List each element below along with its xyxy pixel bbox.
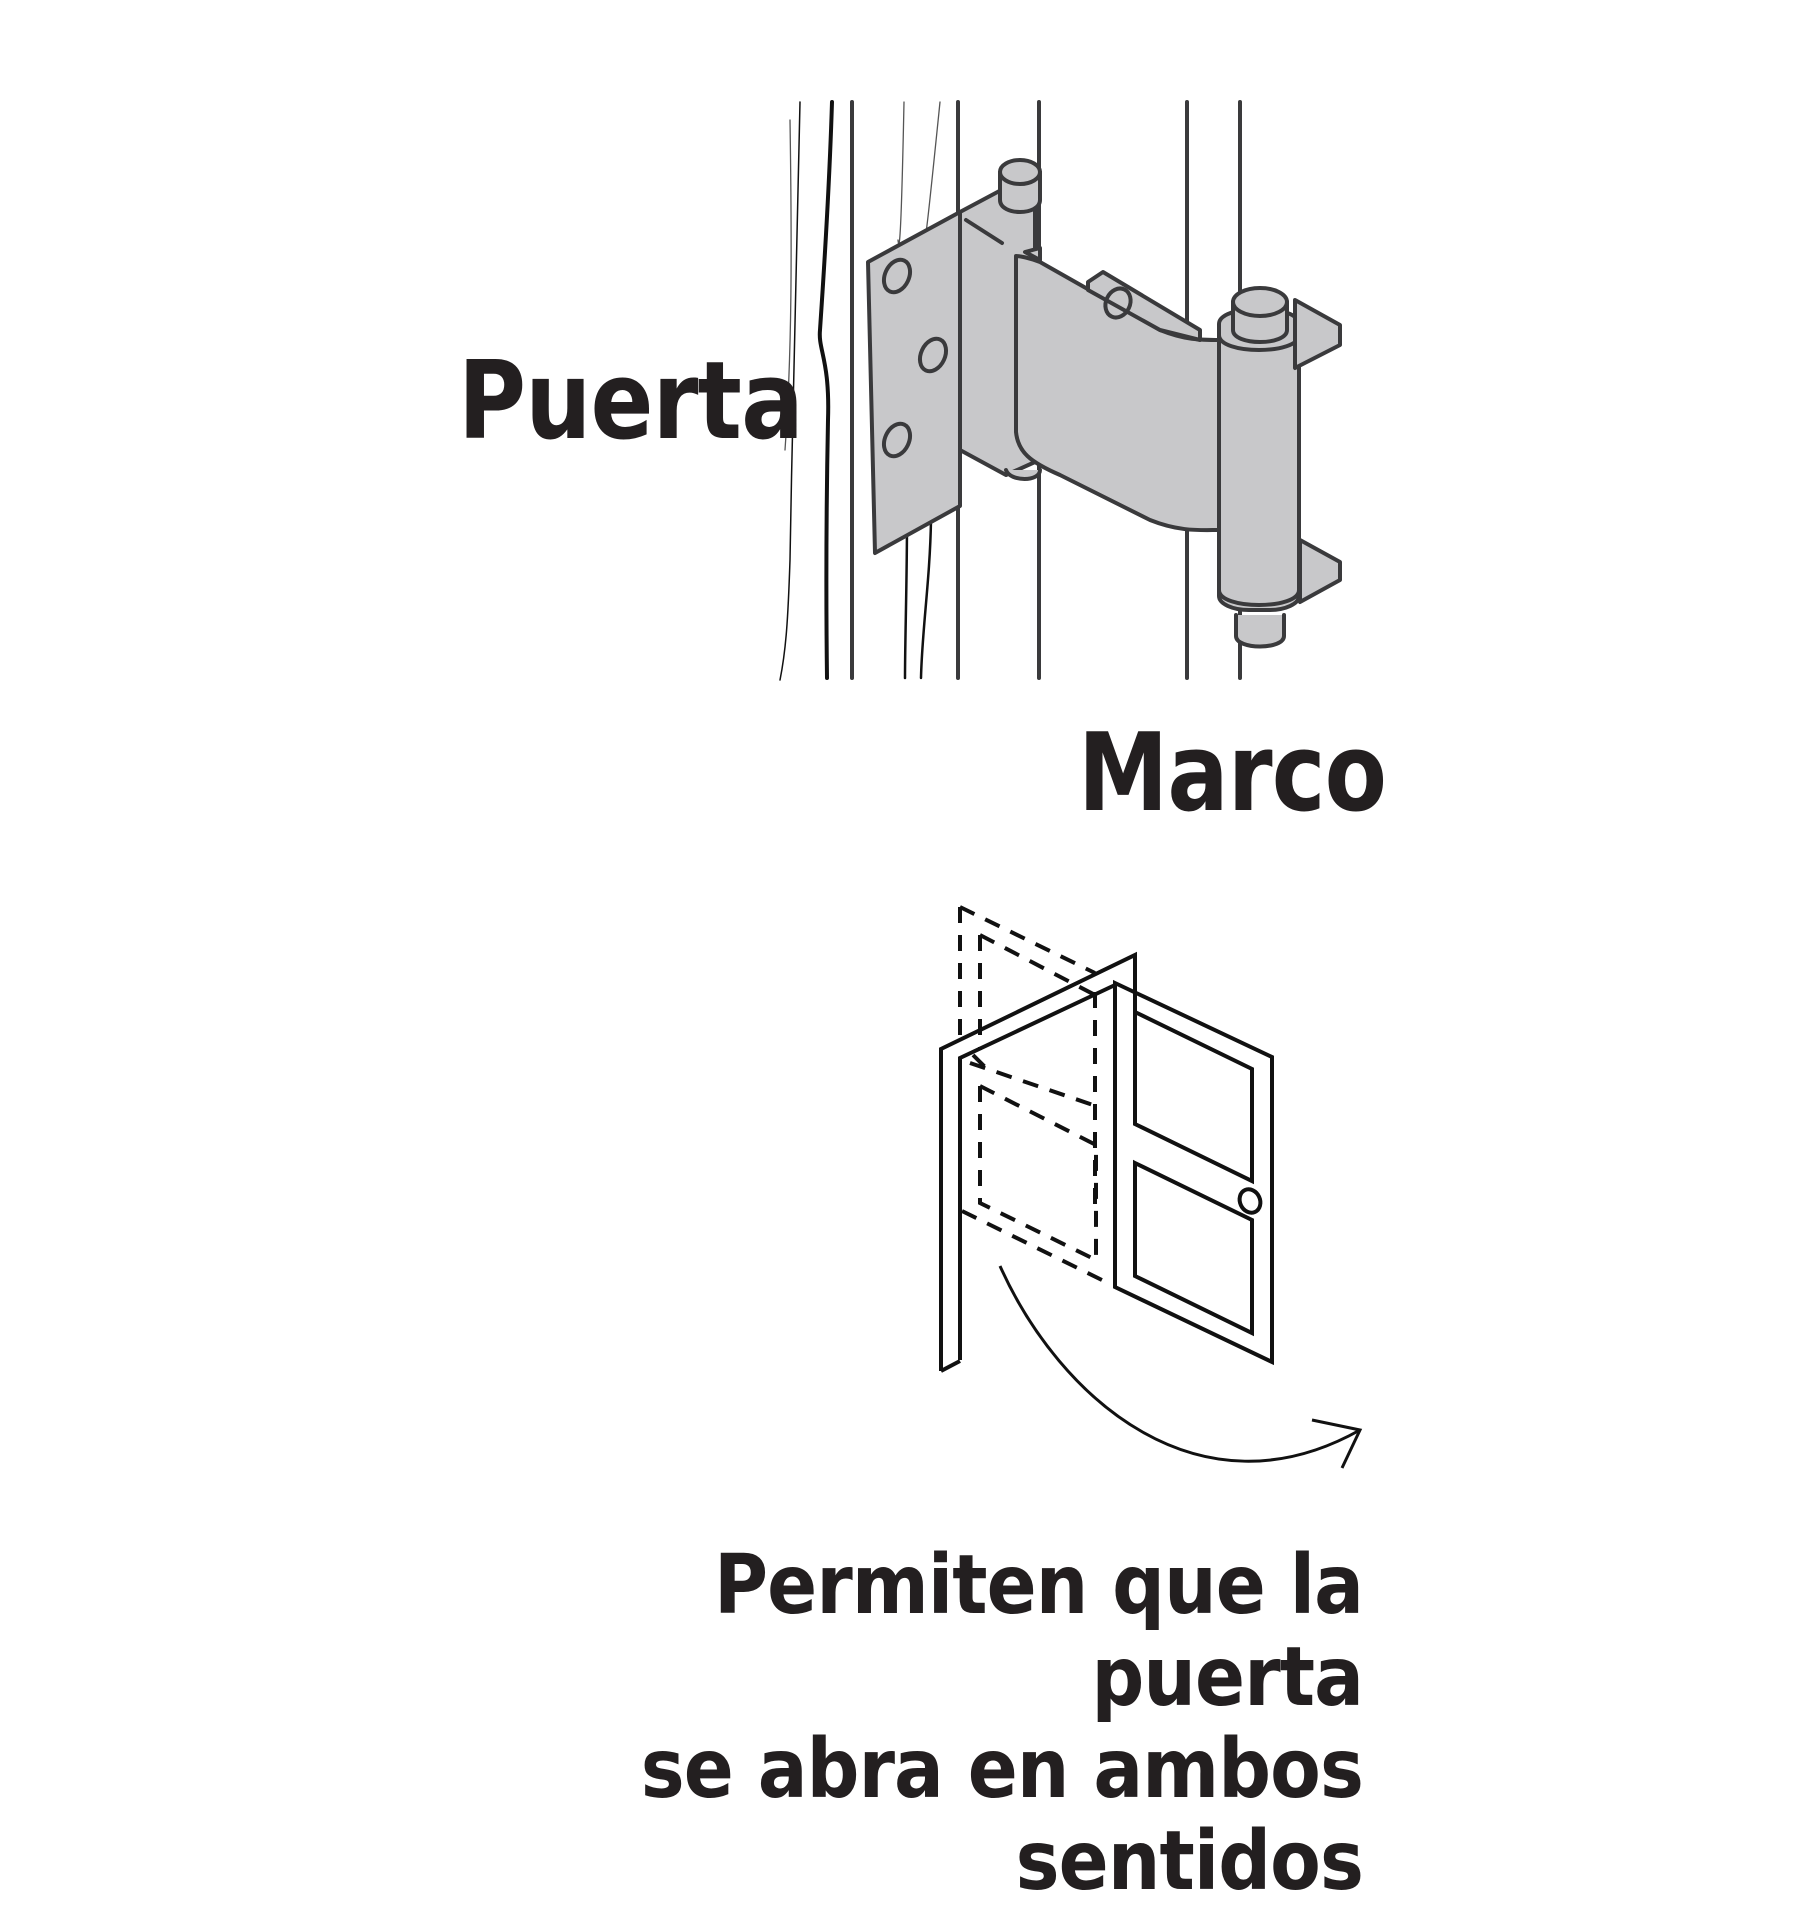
door-grain-line xyxy=(919,518,933,680)
swing-arrow-arc xyxy=(998,1265,1361,1463)
door-frame-outline xyxy=(939,951,1137,1371)
frame-label: Marco xyxy=(1078,711,1387,836)
screw-hole-icon xyxy=(1103,286,1133,320)
caption: Permiten que la puerta se abra en ambos … xyxy=(403,1538,1364,1909)
door-upper-inset xyxy=(1133,1008,1254,1185)
door-frame-inner xyxy=(958,983,1116,1360)
barrel-rim xyxy=(1217,588,1301,607)
screw-hole-icon xyxy=(881,421,913,459)
fold-line xyxy=(964,218,1004,245)
hinge-pin-bottom xyxy=(1234,613,1286,649)
door-grain-thin xyxy=(784,119,792,451)
door-knob-icon xyxy=(1237,1187,1263,1215)
hinge-barrel xyxy=(1217,308,1301,612)
door-grain-line xyxy=(903,518,909,680)
hinge-pin-cap xyxy=(1231,286,1289,318)
frame-flange-bottom xyxy=(1298,538,1342,604)
screw-hole-icon xyxy=(917,336,949,374)
door-label: Puerta xyxy=(458,339,804,464)
hinge-illustration xyxy=(779,100,1342,681)
door-frame-foot xyxy=(940,1359,961,1373)
screw-hole-icon xyxy=(881,257,913,295)
door-grain-thin xyxy=(897,101,905,245)
swing-arrow-head-icon xyxy=(1311,1418,1363,1469)
hinge-pin-cap xyxy=(998,158,1042,186)
strap-edge xyxy=(1023,246,1042,262)
frame-flange-top xyxy=(1293,298,1342,370)
door-panel xyxy=(1113,979,1274,1366)
door-leaf-plate xyxy=(866,210,962,555)
door-lower-inset xyxy=(1133,1159,1254,1337)
caption-line-2: se abra en ambos sentidos xyxy=(640,1722,1364,1909)
ghost-door-dashed xyxy=(958,905,1113,1287)
door-swing-illustration xyxy=(939,905,1363,1469)
knuckle-bottom xyxy=(1004,468,1042,481)
diagram-canvas xyxy=(779,100,1363,1469)
door-edge-line xyxy=(817,100,834,680)
caption-line-1: Permiten que la puerta xyxy=(713,1538,1364,1725)
door-grain-line xyxy=(779,101,801,681)
